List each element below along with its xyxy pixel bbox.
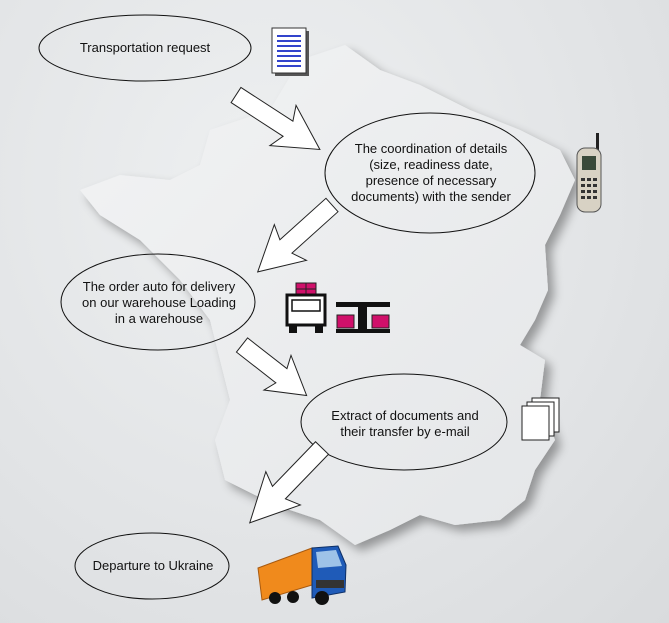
step-1-ellipse [38,14,252,82]
documents-stack-icon [521,397,560,441]
step-5-label: Departure to Ukraine [92,558,214,573]
arrow-3-icon [235,337,308,397]
step-2-ellipse [324,112,536,234]
mobile-phone-icon [576,133,602,213]
step-4-label: Extract of documents and their transfer … [331,408,479,439]
document-icon [271,27,309,76]
step-3-label: The order auto for delivery on our wareh… [82,279,236,326]
step-1-label: Transportation request [79,40,211,55]
step-2-label: The coordination of details (size, readi… [351,141,511,204]
step-3-ellipse [60,253,256,351]
france-map [80,45,575,545]
step-4-ellipse [300,373,508,471]
arrow-1-icon [230,86,321,151]
truck-loading-icon [285,282,390,333]
step-5-ellipse [74,532,230,600]
truck-icon [257,545,347,605]
arrow-4-icon [248,441,330,524]
arrow-2-icon [256,197,339,273]
